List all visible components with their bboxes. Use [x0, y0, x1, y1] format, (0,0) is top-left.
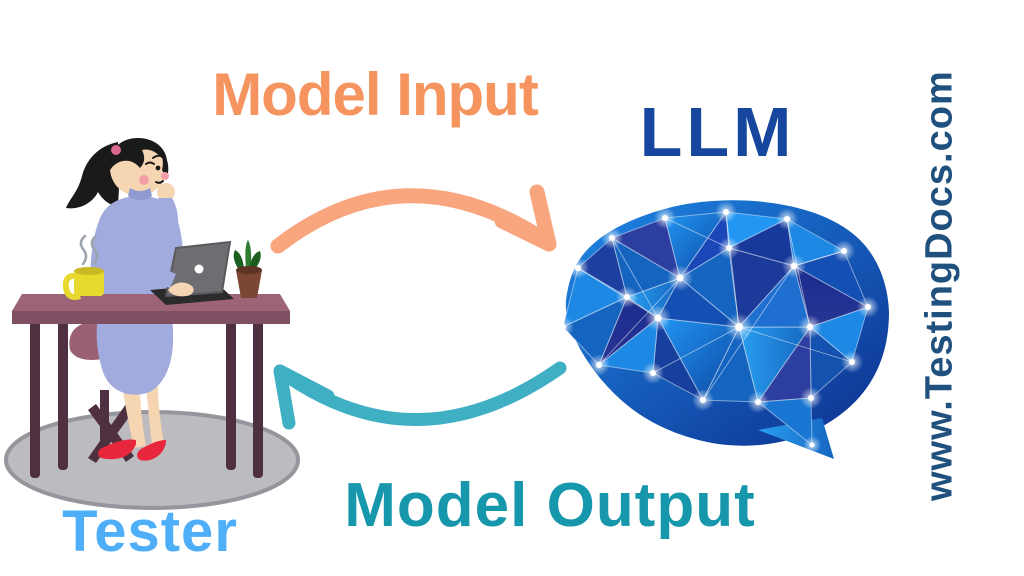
- woman-legs: [98, 385, 166, 461]
- coffee-mug-icon: [62, 234, 104, 300]
- output-arrow: [273, 361, 567, 430]
- woman-skirt: [96, 318, 174, 395]
- llm-label: LLM: [639, 93, 796, 171]
- plant-icon: [233, 240, 262, 298]
- shoe: [137, 440, 166, 461]
- tester-illustration: [4, 138, 300, 510]
- watermark-link: www.TestingDocs.com: [918, 70, 961, 502]
- shoe: [98, 439, 136, 460]
- laptop-logo: [194, 264, 204, 274]
- woman-arm-typing: [104, 232, 194, 297]
- blush: [139, 175, 149, 185]
- desk: [12, 294, 290, 478]
- tester-label: Tester: [62, 499, 238, 564]
- model-input-label: Model Input: [212, 61, 539, 128]
- input-arrow: [270, 184, 557, 254]
- hair-tie: [111, 145, 121, 155]
- brain-network-nodes: [552, 201, 879, 454]
- blush: [161, 172, 169, 180]
- brain-icon: [552, 200, 889, 459]
- model-output-label: Model Output: [344, 471, 756, 540]
